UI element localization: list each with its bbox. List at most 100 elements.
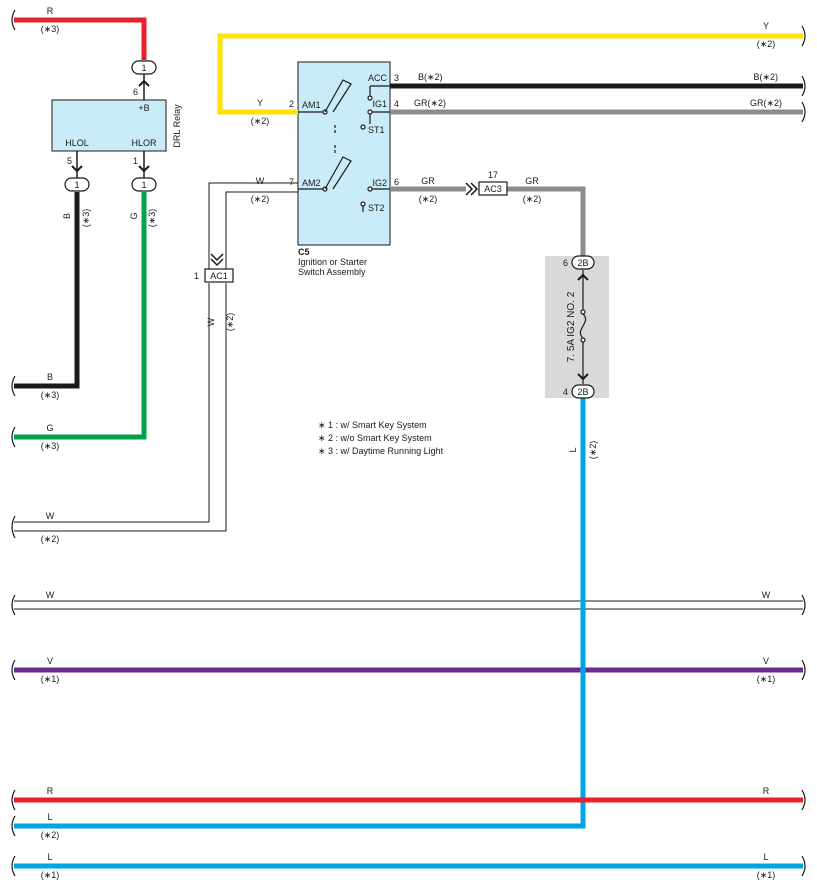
wire-end-brackets — [11, 9, 806, 877]
switch-am2: AM2 — [302, 178, 321, 188]
switch-am1-pin: 2 — [289, 99, 294, 109]
label-gr-ig2: GR — [421, 176, 435, 186]
svg-text:1: 1 — [194, 271, 199, 281]
label-r-top-note: (∗3) — [41, 24, 60, 34]
connector-relay-hlol: 1 — [64, 177, 90, 192]
wire-l-fuse — [14, 398, 586, 829]
label-v-left-note: (∗1) — [41, 674, 60, 684]
relay-b-terminal: +B — [138, 103, 149, 113]
switch-contacts — [298, 79, 390, 212]
wire-w-ac1-inner — [14, 283, 227, 532]
label-gr-ac3-note: (∗2) — [523, 194, 542, 204]
svg-text:AC1: AC1 — [210, 271, 228, 281]
label-b-acc: B(∗2) — [418, 72, 443, 82]
legend-item: ∗ 3 : w/ Daytime Running Light — [318, 446, 444, 456]
label-r-top: R — [47, 6, 54, 16]
label-r-row-right: R — [763, 786, 770, 796]
legend-item: ∗ 1 : w/ Smart Key System — [318, 420, 427, 430]
switch-ig2: IG2 — [372, 178, 387, 188]
label-g-hlor: G — [129, 212, 139, 219]
svg-text:17: 17 — [488, 170, 498, 180]
wire-b-hlol — [14, 192, 80, 389]
relay-b-pin: 6 — [133, 87, 138, 97]
relay-name: DRL Relay — [172, 104, 182, 148]
label-l-row2-right-note: (∗1) — [757, 870, 776, 880]
label-l-row1-note: (∗2) — [41, 830, 60, 840]
connector-ac3: AC3 17 — [465, 170, 508, 196]
label-v-left: V — [47, 656, 53, 666]
fuse-symbol — [579, 270, 587, 384]
ignition-switch-box — [297, 61, 391, 246]
label-w-am2-note: (∗2) — [251, 194, 270, 204]
wire-w-am2-inner — [225, 191, 298, 271]
label-v-right: V — [763, 656, 769, 666]
switch-ig1-pin: 4 — [394, 99, 399, 109]
fuse-top-pin: 6 — [563, 258, 568, 268]
label-g-left: G — [46, 423, 53, 433]
wire-g-hlor — [14, 192, 147, 440]
label-l-fuse: L — [568, 447, 578, 452]
switch-ig2-pin: 6 — [394, 177, 399, 187]
svg-text:2B: 2B — [577, 258, 588, 268]
label-l-row2-right: L — [763, 852, 768, 862]
switch-st2: ST2 — [368, 203, 385, 213]
wire-y-top — [217, 33, 803, 115]
label-g-hlor-note: (∗3) — [147, 209, 157, 228]
label-w-row1-note: (∗2) — [41, 534, 60, 544]
label-gr-ig1-right: GR(∗2) — [750, 98, 782, 108]
connector-relay-b: 1 — [131, 60, 157, 75]
label-w-row1: W — [46, 511, 55, 521]
relay-hlor-terminal: HLOR — [131, 138, 157, 148]
switch-am2-pin: 7 — [289, 177, 294, 187]
label-b-hlol: B — [62, 213, 72, 219]
switch-am1: AM1 — [302, 100, 321, 110]
label-gr-ig2-note: (∗2) — [419, 194, 438, 204]
label-l-row1-left: L — [47, 812, 52, 822]
svg-text:2B: 2B — [577, 387, 588, 397]
label-w-row2-right: W — [762, 590, 771, 600]
label-y-top: Y — [763, 21, 769, 31]
switch-code: C5 — [298, 247, 310, 257]
switch-ig1: IG1 — [372, 99, 387, 109]
label-l-fuse-note: (∗2) — [588, 441, 598, 460]
wire-w-am2-outer — [208, 182, 298, 271]
svg-text:AC3: AC3 — [484, 184, 502, 194]
label-r-row-left: R — [47, 786, 54, 796]
wire-gr-ac3 — [505, 186, 586, 256]
label-b-left-note: (∗3) — [41, 390, 60, 400]
fuse-box — [545, 256, 609, 398]
label-gr-ig1: GR(∗2) — [414, 98, 446, 108]
connector-relay-hlor: 1 — [131, 177, 157, 192]
connector-2b-bottom: 2B — [571, 384, 595, 399]
svg-text:1: 1 — [141, 63, 146, 73]
label-b-hlol-note: (∗3) — [81, 209, 91, 228]
label-y-am1-note: (∗2) — [251, 116, 270, 126]
switch-title-line1: Ignition or Starter — [298, 257, 367, 267]
connector-2b-top: 2B — [571, 255, 595, 270]
switch-st1: ST1 — [368, 125, 385, 135]
label-y-top-note: (∗2) — [757, 39, 776, 49]
drl-relay-box — [51, 99, 167, 152]
svg-text:1: 1 — [74, 180, 79, 190]
fuse-bottom-pin: 4 — [563, 387, 568, 397]
legend-item: ∗ 2 : w/o Smart Key System — [318, 433, 432, 443]
label-l-row2-left: L — [47, 852, 52, 862]
switch-acc-pin: 3 — [394, 73, 399, 83]
relay-hlol-terminal: HLOL — [65, 138, 89, 148]
label-v-right-note: (∗1) — [757, 674, 776, 684]
wire-r-top — [14, 17, 147, 60]
relay-hlor-pin: 1 — [133, 156, 138, 166]
switch-acc: ACC — [368, 73, 388, 83]
label-b-left: B — [47, 372, 53, 382]
legend: ∗ 1 : w/ Smart Key System ∗ 2 : w/o Smar… — [318, 420, 444, 456]
label-w-ac1-note: (∗2) — [225, 313, 235, 332]
label-w-ac1: W — [206, 317, 216, 326]
label-g-left-note: (∗3) — [41, 441, 60, 451]
label-y-am1: Y — [257, 98, 263, 108]
svg-text:1: 1 — [141, 180, 146, 190]
switch-title-line2: Switch Assembly — [298, 267, 366, 277]
fuse-label: 7. 5A IG2 NO. 2 — [566, 291, 577, 362]
label-gr-ac3: GR — [525, 176, 539, 186]
connector-ac1: AC1 1 — [194, 253, 234, 283]
